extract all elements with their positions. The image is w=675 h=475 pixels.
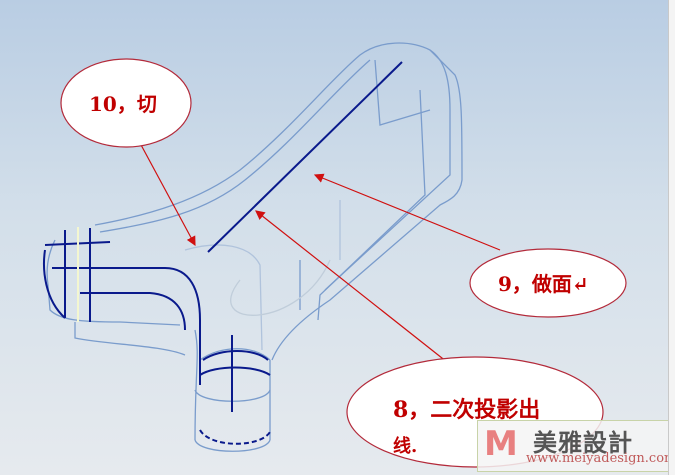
watermark-url: www.meiyadesign.com: [526, 451, 675, 466]
leader-line-cut: [139, 142, 196, 247]
callout-bubble-surface: [469, 248, 627, 318]
window-frame-edge: [668, 0, 675, 475]
leader-lines: [139, 142, 501, 363]
model-outline: [46, 42, 463, 452]
leader-line-project: [255, 210, 448, 363]
callout-surface-text: 9，做面↵: [498, 272, 589, 296]
watermark-name: 美雅設計: [533, 429, 633, 457]
watermark: M 美雅設計 www.meiyadesign.com: [477, 420, 675, 472]
callout-project-text-line1: 8，二次投影出: [393, 397, 541, 423]
callout-bubble-cut: [60, 58, 192, 148]
watermark-logo: M: [484, 424, 518, 464]
leader-line-surface: [313, 173, 501, 251]
callout-cut-text: 10，切: [89, 92, 157, 116]
callout-project-text-line2: 线.: [393, 436, 418, 457]
projected-lines: [43, 61, 403, 445]
